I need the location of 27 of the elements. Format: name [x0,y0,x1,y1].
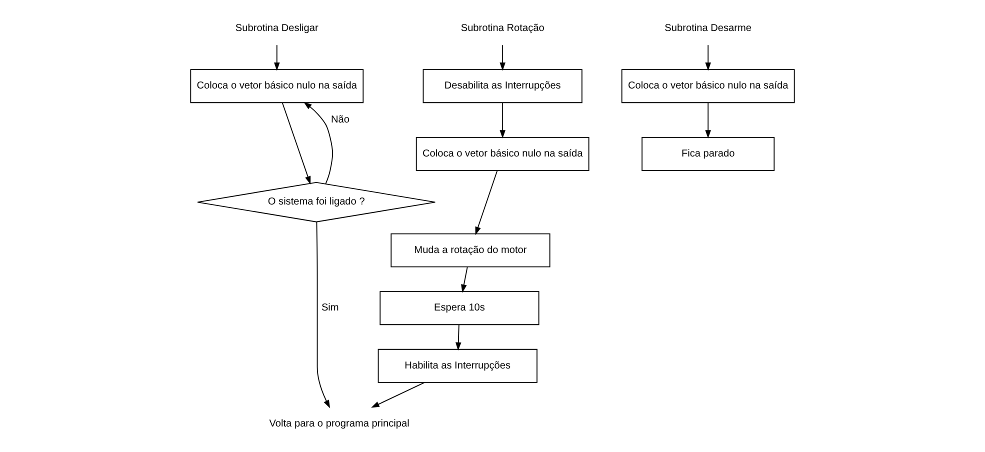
edge-label: Sim [321,302,339,314]
node-box: Coloca o vetor básico nulo na saída [621,69,795,104]
arrow [500,44,506,71]
arrow [304,102,334,184]
arrow [705,102,711,138]
arrow [371,382,425,408]
arrow [316,222,330,408]
arrow [455,324,462,351]
arrow [500,102,506,138]
arrow [475,170,498,236]
node-text: Subrotina Desligar [235,22,318,34]
node-box: Espera 10s [380,291,540,326]
node-text: Subrotina Desarme [664,22,752,34]
node-box: Coloca o vetor básico nulo na saída [190,69,364,104]
node-diamond: O sistema foi ligado ? [197,182,436,222]
edge-label: Não [330,114,350,126]
arrow [282,102,311,184]
arrow [461,266,468,293]
node-box: Coloca o vetor básico nulo na saída [416,137,590,171]
node-text: Subrotina Rotação [460,22,544,34]
node-box: Desabilita as Interrupções [422,69,582,104]
node-box: Habilita as Interrupções [378,348,538,383]
arrow [274,44,280,71]
node-box: Fica parado [642,137,775,171]
arrow [705,44,711,71]
node-box: Muda a rotação do motor [390,233,550,268]
node-text: Volta para o programa principal [269,418,410,430]
